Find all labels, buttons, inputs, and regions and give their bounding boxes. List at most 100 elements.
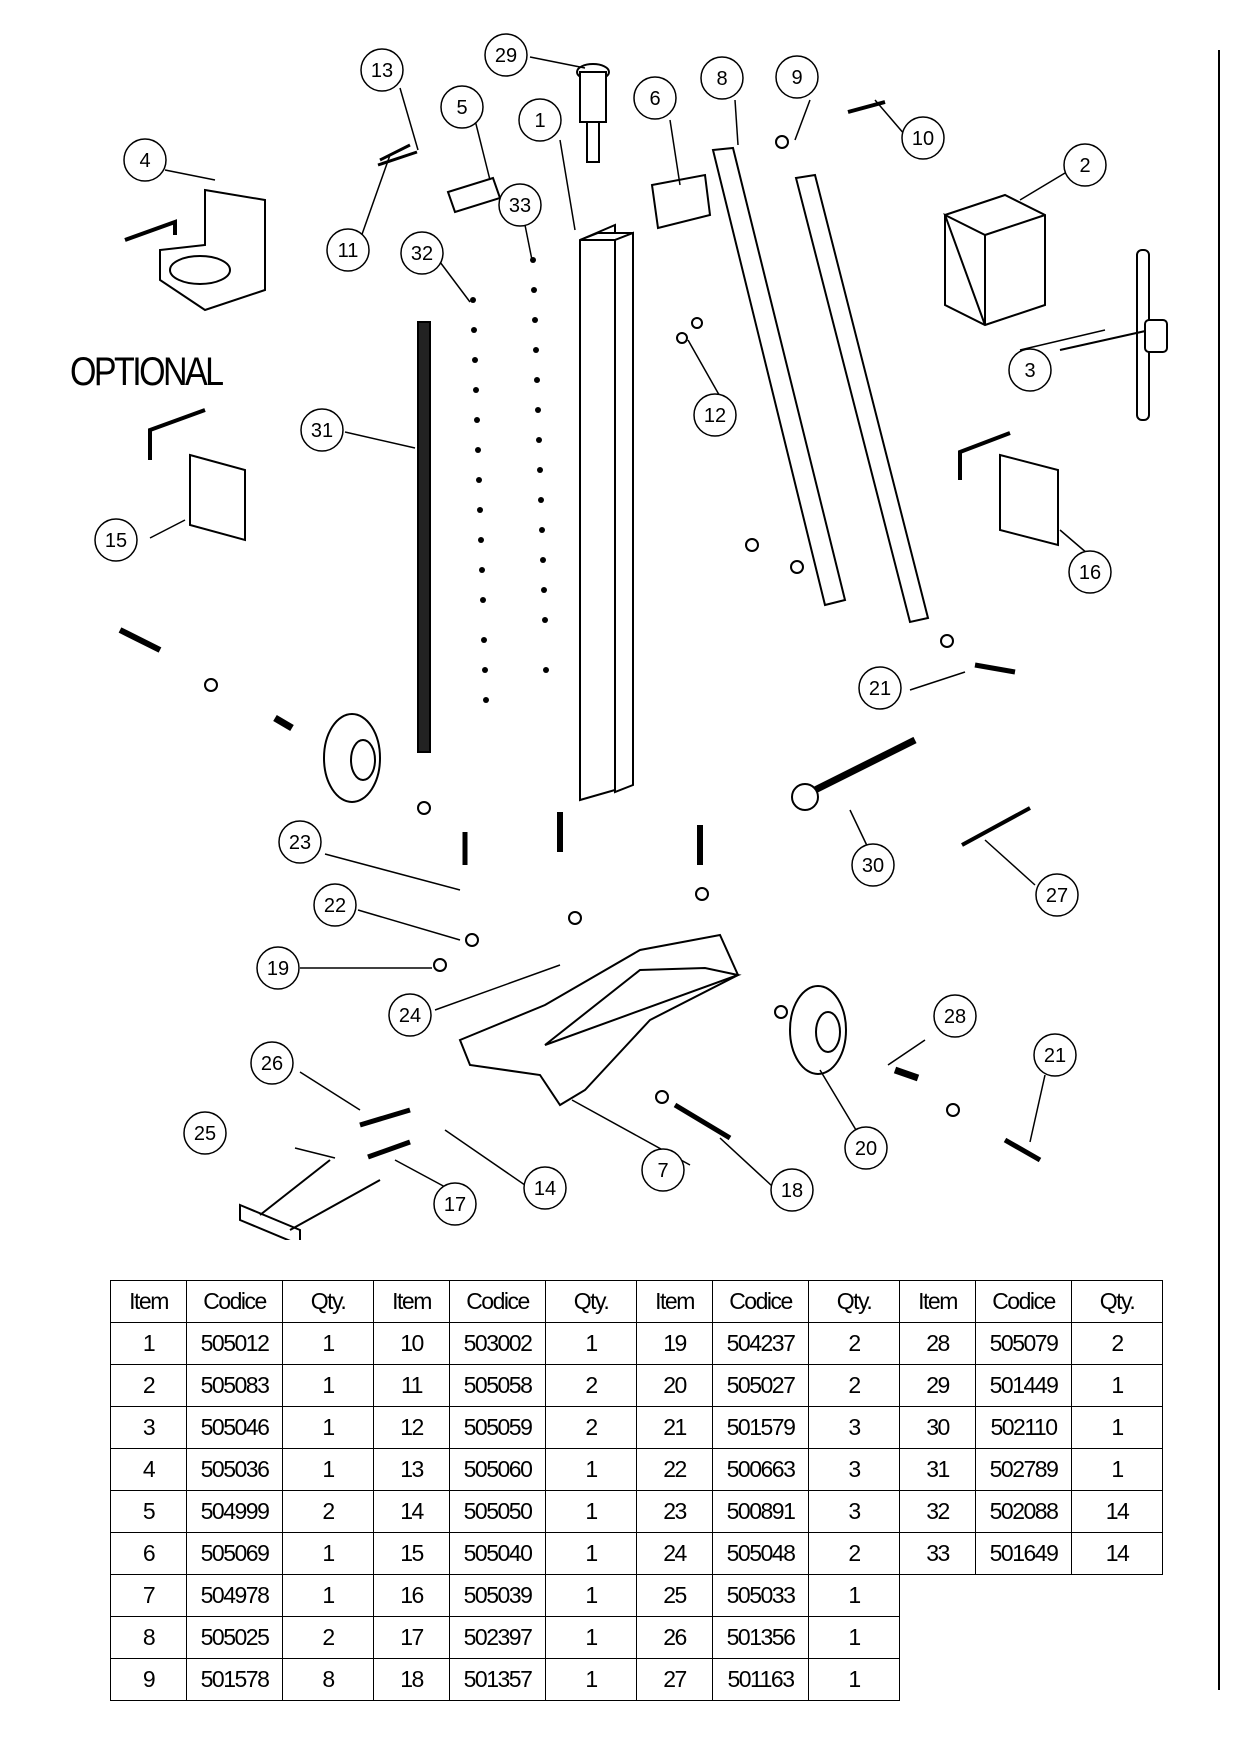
table-cell: 1 bbox=[545, 1658, 637, 1701]
svg-text:7: 7 bbox=[657, 1160, 668, 1182]
table-cell: 505025 bbox=[186, 1616, 283, 1659]
part-plate bbox=[446, 176, 502, 214]
table-cell: 1 bbox=[282, 1406, 374, 1449]
table-cell: 28 bbox=[899, 1322, 976, 1365]
table-cell: 505039 bbox=[449, 1574, 546, 1617]
svg-text:19: 19 bbox=[267, 958, 289, 980]
page-rule bbox=[1218, 50, 1220, 1690]
callout: 21 bbox=[858, 666, 902, 710]
table-cell: 501649 bbox=[975, 1532, 1072, 1575]
table-cell: 502397 bbox=[449, 1616, 546, 1659]
callout: 13 bbox=[360, 48, 404, 92]
table-cell: 1 bbox=[1071, 1448, 1163, 1491]
table-cell: 1 bbox=[808, 1616, 900, 1659]
part-screws bbox=[470, 257, 549, 703]
callout: 9 bbox=[775, 55, 819, 99]
table-cell: 1 bbox=[545, 1532, 637, 1575]
part-handle bbox=[1059, 249, 1168, 421]
table-cell: 500663 bbox=[712, 1448, 809, 1491]
part-plate-15 bbox=[148, 408, 246, 542]
table-cell: 505069 bbox=[186, 1532, 283, 1575]
table-cell: 505059 bbox=[449, 1406, 546, 1449]
table-cell: 14 bbox=[373, 1490, 450, 1533]
table-cell bbox=[1072, 1617, 1163, 1659]
callout: 18 bbox=[770, 1168, 814, 1212]
table-header-cell: Codice bbox=[186, 1280, 283, 1323]
table-cell bbox=[976, 1617, 1072, 1659]
part-carriage bbox=[943, 193, 1046, 327]
svg-text:12: 12 bbox=[704, 405, 726, 427]
callout: 26 bbox=[250, 1041, 294, 1085]
svg-text:31: 31 bbox=[311, 420, 333, 442]
table-header-cell: Item bbox=[636, 1280, 713, 1323]
svg-text:22: 22 bbox=[324, 895, 346, 917]
table-cell: 14 bbox=[1071, 1490, 1163, 1533]
table-cell: 505058 bbox=[449, 1364, 546, 1407]
table-cell: 501163 bbox=[712, 1658, 809, 1701]
optional-label: OPTIONAL bbox=[70, 350, 224, 394]
callout: 12 bbox=[693, 393, 737, 437]
table-cell: 4 bbox=[110, 1448, 187, 1491]
table-cell: 504999 bbox=[186, 1490, 283, 1533]
svg-text:6: 6 bbox=[649, 88, 660, 110]
table-cell: 6 bbox=[110, 1532, 187, 1575]
table-cell: 14 bbox=[1071, 1532, 1163, 1575]
svg-text:30: 30 bbox=[862, 855, 884, 877]
table-cell: 505012 bbox=[186, 1322, 283, 1365]
callouts: 1 2 3 4 5 6 8 9 10 11 12 13 15 16 17 18 … bbox=[94, 33, 1112, 1226]
callout: 32 bbox=[400, 231, 444, 275]
callout: 21 bbox=[1033, 1033, 1077, 1077]
callout: 15 bbox=[94, 518, 138, 562]
table-cell: 1 bbox=[1071, 1364, 1163, 1407]
table-cell: 502088 bbox=[975, 1490, 1072, 1533]
table-cell: 11 bbox=[373, 1364, 450, 1407]
part-wheel-left bbox=[323, 713, 381, 803]
table-cell: 1 bbox=[808, 1574, 900, 1617]
table-cell: 1 bbox=[545, 1574, 637, 1617]
svg-text:25: 25 bbox=[194, 1123, 216, 1145]
table-cell: 2 bbox=[545, 1406, 637, 1449]
callout: 16 bbox=[1068, 550, 1112, 594]
table-cell: 12 bbox=[373, 1406, 450, 1449]
table-cell: 20 bbox=[636, 1364, 713, 1407]
callout: 33 bbox=[498, 183, 542, 227]
table-cell: 501357 bbox=[449, 1658, 546, 1701]
table-cell bbox=[900, 1575, 976, 1617]
svg-text:32: 32 bbox=[411, 243, 433, 265]
table-cell: 3 bbox=[808, 1448, 900, 1491]
part-base bbox=[458, 933, 742, 1107]
part-wrench-30 bbox=[791, 736, 917, 811]
svg-text:10: 10 bbox=[912, 128, 934, 150]
table-cell: 2 bbox=[545, 1364, 637, 1407]
table-cell: 1 bbox=[545, 1448, 637, 1491]
table-cell: 505083 bbox=[186, 1364, 283, 1407]
callout: 29 bbox=[484, 33, 528, 77]
table-cell: 18 bbox=[373, 1658, 450, 1701]
table-cell: 9 bbox=[110, 1658, 187, 1701]
table-cell: 16 bbox=[373, 1574, 450, 1617]
table-cell: 1 bbox=[545, 1490, 637, 1533]
table-cell: 15 bbox=[373, 1532, 450, 1575]
table-cell: 501578 bbox=[186, 1658, 283, 1701]
callout: 5 bbox=[440, 85, 484, 129]
svg-text:15: 15 bbox=[105, 530, 127, 552]
part-tubes bbox=[711, 146, 930, 624]
table-cell: 27 bbox=[636, 1658, 713, 1701]
table-header-cell: Item bbox=[110, 1280, 187, 1323]
callout: 7 bbox=[641, 1148, 685, 1192]
table-cell: 3 bbox=[110, 1406, 187, 1449]
callout: 30 bbox=[851, 843, 895, 887]
table-cell bbox=[900, 1617, 976, 1659]
table-cell: 10 bbox=[373, 1322, 450, 1365]
svg-text:24: 24 bbox=[399, 1005, 421, 1027]
part-wrench-27 bbox=[961, 806, 1031, 847]
table-cell: 24 bbox=[636, 1532, 713, 1575]
